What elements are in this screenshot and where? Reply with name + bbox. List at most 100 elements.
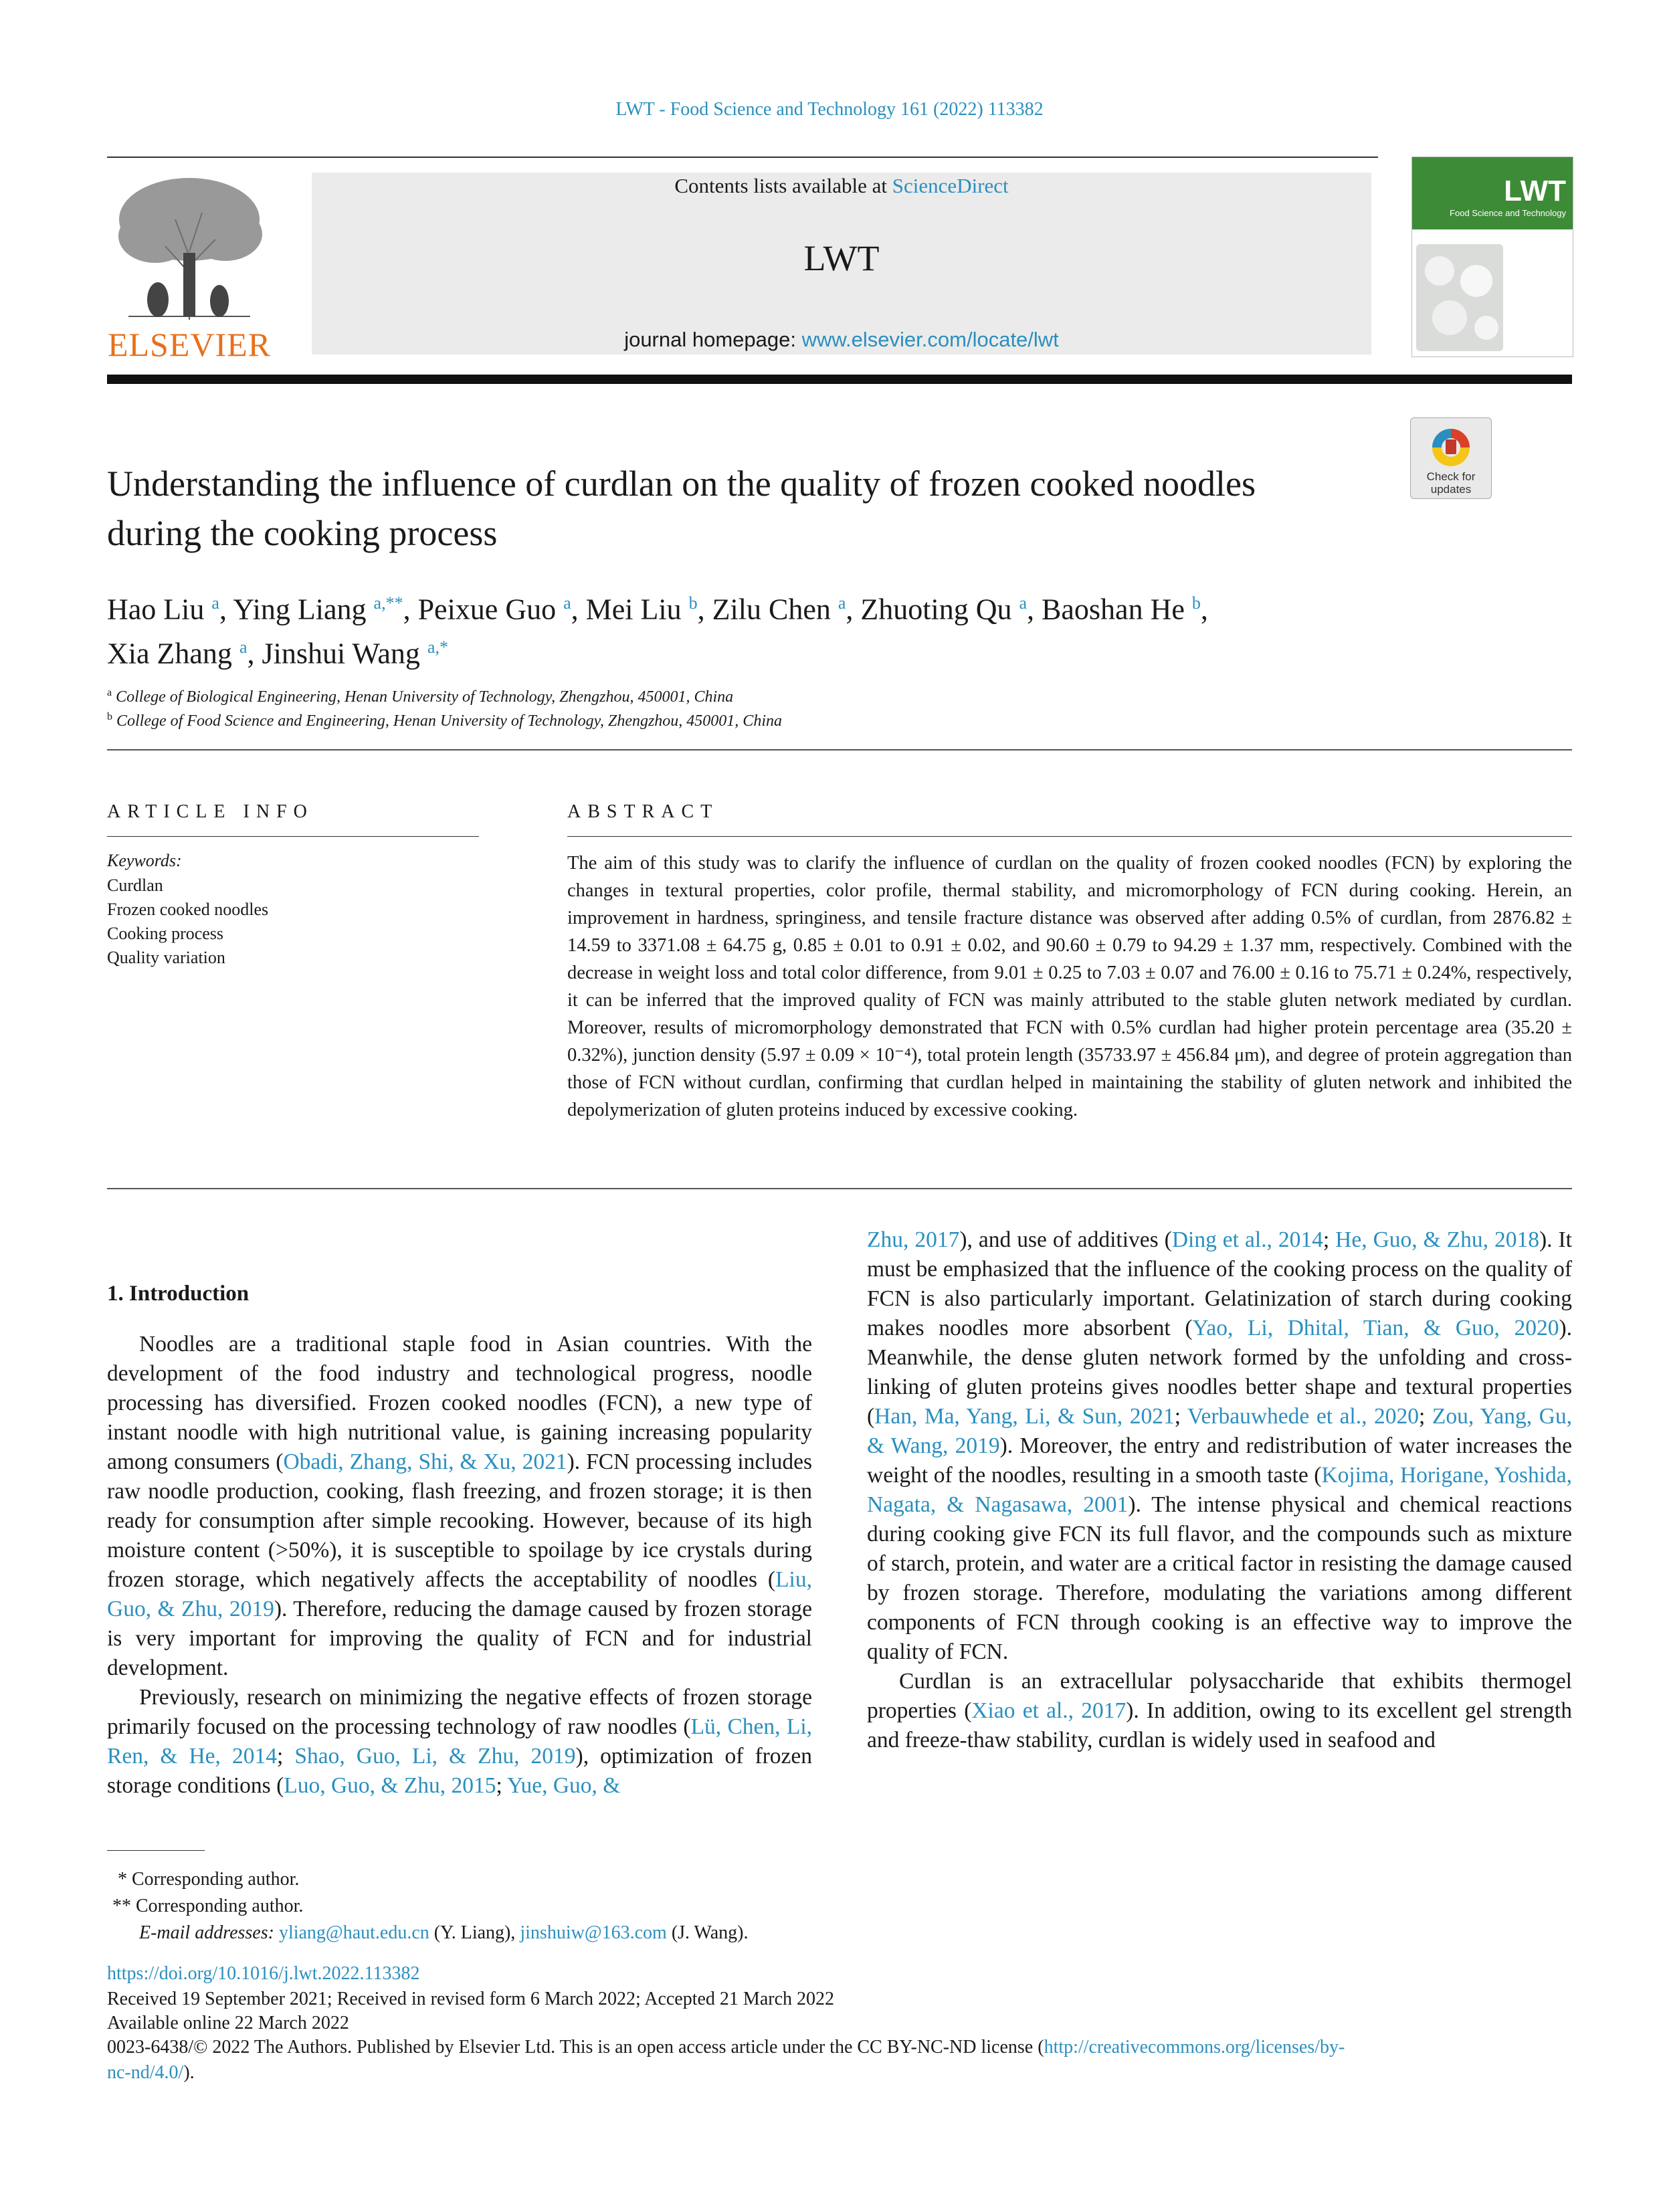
homepage-prefix: journal homepage: xyxy=(624,328,802,351)
keyword: Frozen cooked noodles xyxy=(107,900,269,919)
citation-link[interactable]: Zhu, 2017 xyxy=(867,1227,960,1252)
email-link[interactable]: jinshuiw@163.com xyxy=(520,1922,667,1943)
cover-title: LWT xyxy=(1504,175,1566,207)
citation-link[interactable]: Ding et al., 2014 xyxy=(1171,1227,1323,1252)
journal-cover[interactable]: LWT Food Science and Technology xyxy=(1411,157,1573,357)
author-name[interactable]: Zilu Chen xyxy=(712,593,831,626)
email-link[interactable]: yliang@haut.edu.cn xyxy=(278,1922,429,1943)
cover-band xyxy=(1412,157,1573,229)
author-separator: , xyxy=(403,593,418,626)
body-right-column: Zhu, 2017), and use of additives (Ding e… xyxy=(867,1225,1572,1755)
corresponding-author-note: ** Corresponding author. xyxy=(112,1896,304,1916)
citation-link[interactable]: Kojima, Horigane, Yoshida, Nagata, & Nag… xyxy=(867,1463,1573,1517)
running-head[interactable]: LWT - Food Science and Technology 161 (2… xyxy=(615,99,1044,120)
crossmark-icon xyxy=(1432,429,1470,466)
elsevier-tree-logo xyxy=(102,173,277,360)
license-link[interactable]: nc-nd/4.0/ xyxy=(107,2062,184,2083)
contents-prefix: Contents lists available at xyxy=(674,174,892,197)
body-text: ). In addition, owing to its excellent g… xyxy=(867,1698,1572,1752)
author-affiliation-marker[interactable]: b xyxy=(1191,593,1201,613)
author-separator: , xyxy=(219,593,233,626)
body-text: ). Meanwhile, the dense gluten network f… xyxy=(867,1316,1572,1429)
author-affiliation-marker[interactable]: a xyxy=(239,637,248,657)
author-name[interactable]: Mei Liu xyxy=(585,593,682,626)
author-affiliation-marker[interactable]: a xyxy=(1019,593,1028,613)
body-paragraph: Previously, research on minimizing the n… xyxy=(107,1683,812,1801)
citation-link[interactable]: Han, Ma, Yang, Li, & Sun, 2021 xyxy=(874,1404,1175,1429)
citation-link[interactable]: Verbauwhede et al., 2020 xyxy=(1187,1404,1420,1429)
section-heading: 1. Introduction xyxy=(107,1282,250,1306)
author-name[interactable]: Ying Liang xyxy=(233,593,367,626)
citation-link[interactable]: Liu, Guo, & Zhu, 2019 xyxy=(107,1567,812,1621)
body-paragraph: Noodles are a traditional staple food in… xyxy=(107,1330,812,1683)
body-text: ). Therefore, reducing the damage caused… xyxy=(107,1597,813,1680)
author-name[interactable]: Baoshan He xyxy=(1042,593,1185,626)
homepage-line: journal homepage: www.elsevier.com/locat… xyxy=(312,326,1371,353)
citation-link[interactable]: Luo, Guo, & Zhu, 2015 xyxy=(284,1773,496,1798)
author-name[interactable]: Jinshui Wang xyxy=(262,637,420,670)
citation-link[interactable]: Xiao et al., 2017 xyxy=(971,1698,1127,1723)
citation-link[interactable]: Yao, Li, Dhital, Tian, & Guo, 2020 xyxy=(1192,1316,1559,1340)
body-text: ; xyxy=(1419,1404,1432,1429)
article-title: Understanding the influence of curdlan o… xyxy=(107,464,1256,553)
sciencedirect-link[interactable]: ScienceDirect xyxy=(892,174,1009,197)
author-separator: , xyxy=(846,593,861,626)
author-name[interactable]: Peixue Guo xyxy=(417,593,557,626)
citation-link[interactable]: Zou, Yang, Gu, & Wang, 2019 xyxy=(867,1404,1573,1458)
author-affiliation-marker[interactable]: b xyxy=(688,593,698,613)
body-paragraph: Curdlan is an extracellular polysacchari… xyxy=(867,1667,1572,1755)
author-affiliation-marker[interactable]: a xyxy=(211,593,219,613)
available-online: Available online 22 March 2022 xyxy=(107,2013,349,2033)
author-affiliation-marker[interactable]: a,** xyxy=(373,593,403,613)
journal-name: LWT xyxy=(803,238,880,278)
body-text: ; xyxy=(1174,1404,1187,1429)
author-separator: , xyxy=(697,593,712,626)
journal-masthead: Contents lists available at ScienceDirec… xyxy=(312,173,1371,355)
citation-link[interactable]: Shao, Guo, Li, & Zhu, 2019 xyxy=(294,1744,576,1769)
check-for-updates-badge[interactable]: Check for updates xyxy=(1410,417,1492,499)
masthead-rule xyxy=(107,375,1572,384)
email-addresses: E-mail addresses: yliang@haut.edu.cn (Y.… xyxy=(139,1920,748,1946)
doi-link[interactable]: https://doi.org/10.1016/j.lwt.2022.11338… xyxy=(107,1963,420,1984)
body-text: Noodles are a traditional staple food in… xyxy=(107,1332,812,1474)
license-text: ). xyxy=(183,2062,195,2083)
author-list: Hao Liu a, Ying Liang a,**, Peixue Guo a… xyxy=(107,585,1445,672)
license-text: 0023-6438/© 2022 The Authors. Published … xyxy=(107,2037,1044,2057)
citation-link[interactable]: Obadi, Zhang, Shi, & Xu, 2021 xyxy=(283,1449,567,1474)
affiliation-b: b College of Food Science and Engineerin… xyxy=(107,706,1311,732)
author-name[interactable]: Xia Zhang xyxy=(107,637,232,670)
author-affiliation-marker[interactable]: a xyxy=(563,593,571,613)
journal-homepage-link[interactable]: www.elsevier.com/locate/lwt xyxy=(801,328,1059,351)
keyword: Cooking process xyxy=(107,924,224,943)
header-rule xyxy=(107,157,1378,158)
corresponding-author-note: * Corresponding author. xyxy=(118,1869,300,1890)
citation-link[interactable]: He, Guo, & Zhu, 2018 xyxy=(1335,1227,1540,1252)
body-text: ), and use of additives ( xyxy=(959,1227,1172,1252)
author-separator: , xyxy=(247,637,262,670)
author-name[interactable]: Zhuoting Qu xyxy=(860,593,1012,626)
author-separator: , xyxy=(1027,593,1042,626)
email-owner: (J. Wang). xyxy=(666,1922,749,1943)
author-affiliation-marker[interactable]: a xyxy=(838,593,846,613)
article-info-label: ARTICLE INFO xyxy=(107,801,314,822)
author-name[interactable]: Hao Liu xyxy=(107,593,205,626)
citation-link[interactable]: Lü, Chen, Li, Ren, & He, 2014 xyxy=(107,1714,812,1769)
affiliation-text: College of Biological Engineering, Henan… xyxy=(116,688,734,706)
crossmark-label: Check for updates xyxy=(1426,470,1476,496)
received-dates: Received 19 September 2021; Received in … xyxy=(107,1989,835,2009)
affiliation-marker: b xyxy=(107,711,112,722)
body-text: ). Moreover, the entry and redistributio… xyxy=(867,1433,1572,1488)
divider xyxy=(107,836,479,837)
body-text: ; xyxy=(496,1773,507,1798)
body-left-column: Noodles are a traditional staple food in… xyxy=(107,1330,812,1801)
citation-link[interactable]: Yue, Guo, & xyxy=(507,1773,621,1798)
body-text: ). It must be emphasized that the influe… xyxy=(867,1227,1572,1340)
email-owner: (Y. Liang), xyxy=(429,1922,520,1943)
divider xyxy=(107,1188,1572,1189)
publisher-wordmark: ELSEVIER xyxy=(107,326,272,363)
contents-line: Contents lists available at ScienceDirec… xyxy=(312,173,1371,199)
footnote-rule xyxy=(107,1850,205,1851)
author-affiliation-marker[interactable]: a,* xyxy=(427,637,448,657)
license-link[interactable]: http://creativecommons.org/licenses/by- xyxy=(1044,2037,1345,2057)
cover-subtitle: Food Science and Technology xyxy=(1450,208,1566,218)
